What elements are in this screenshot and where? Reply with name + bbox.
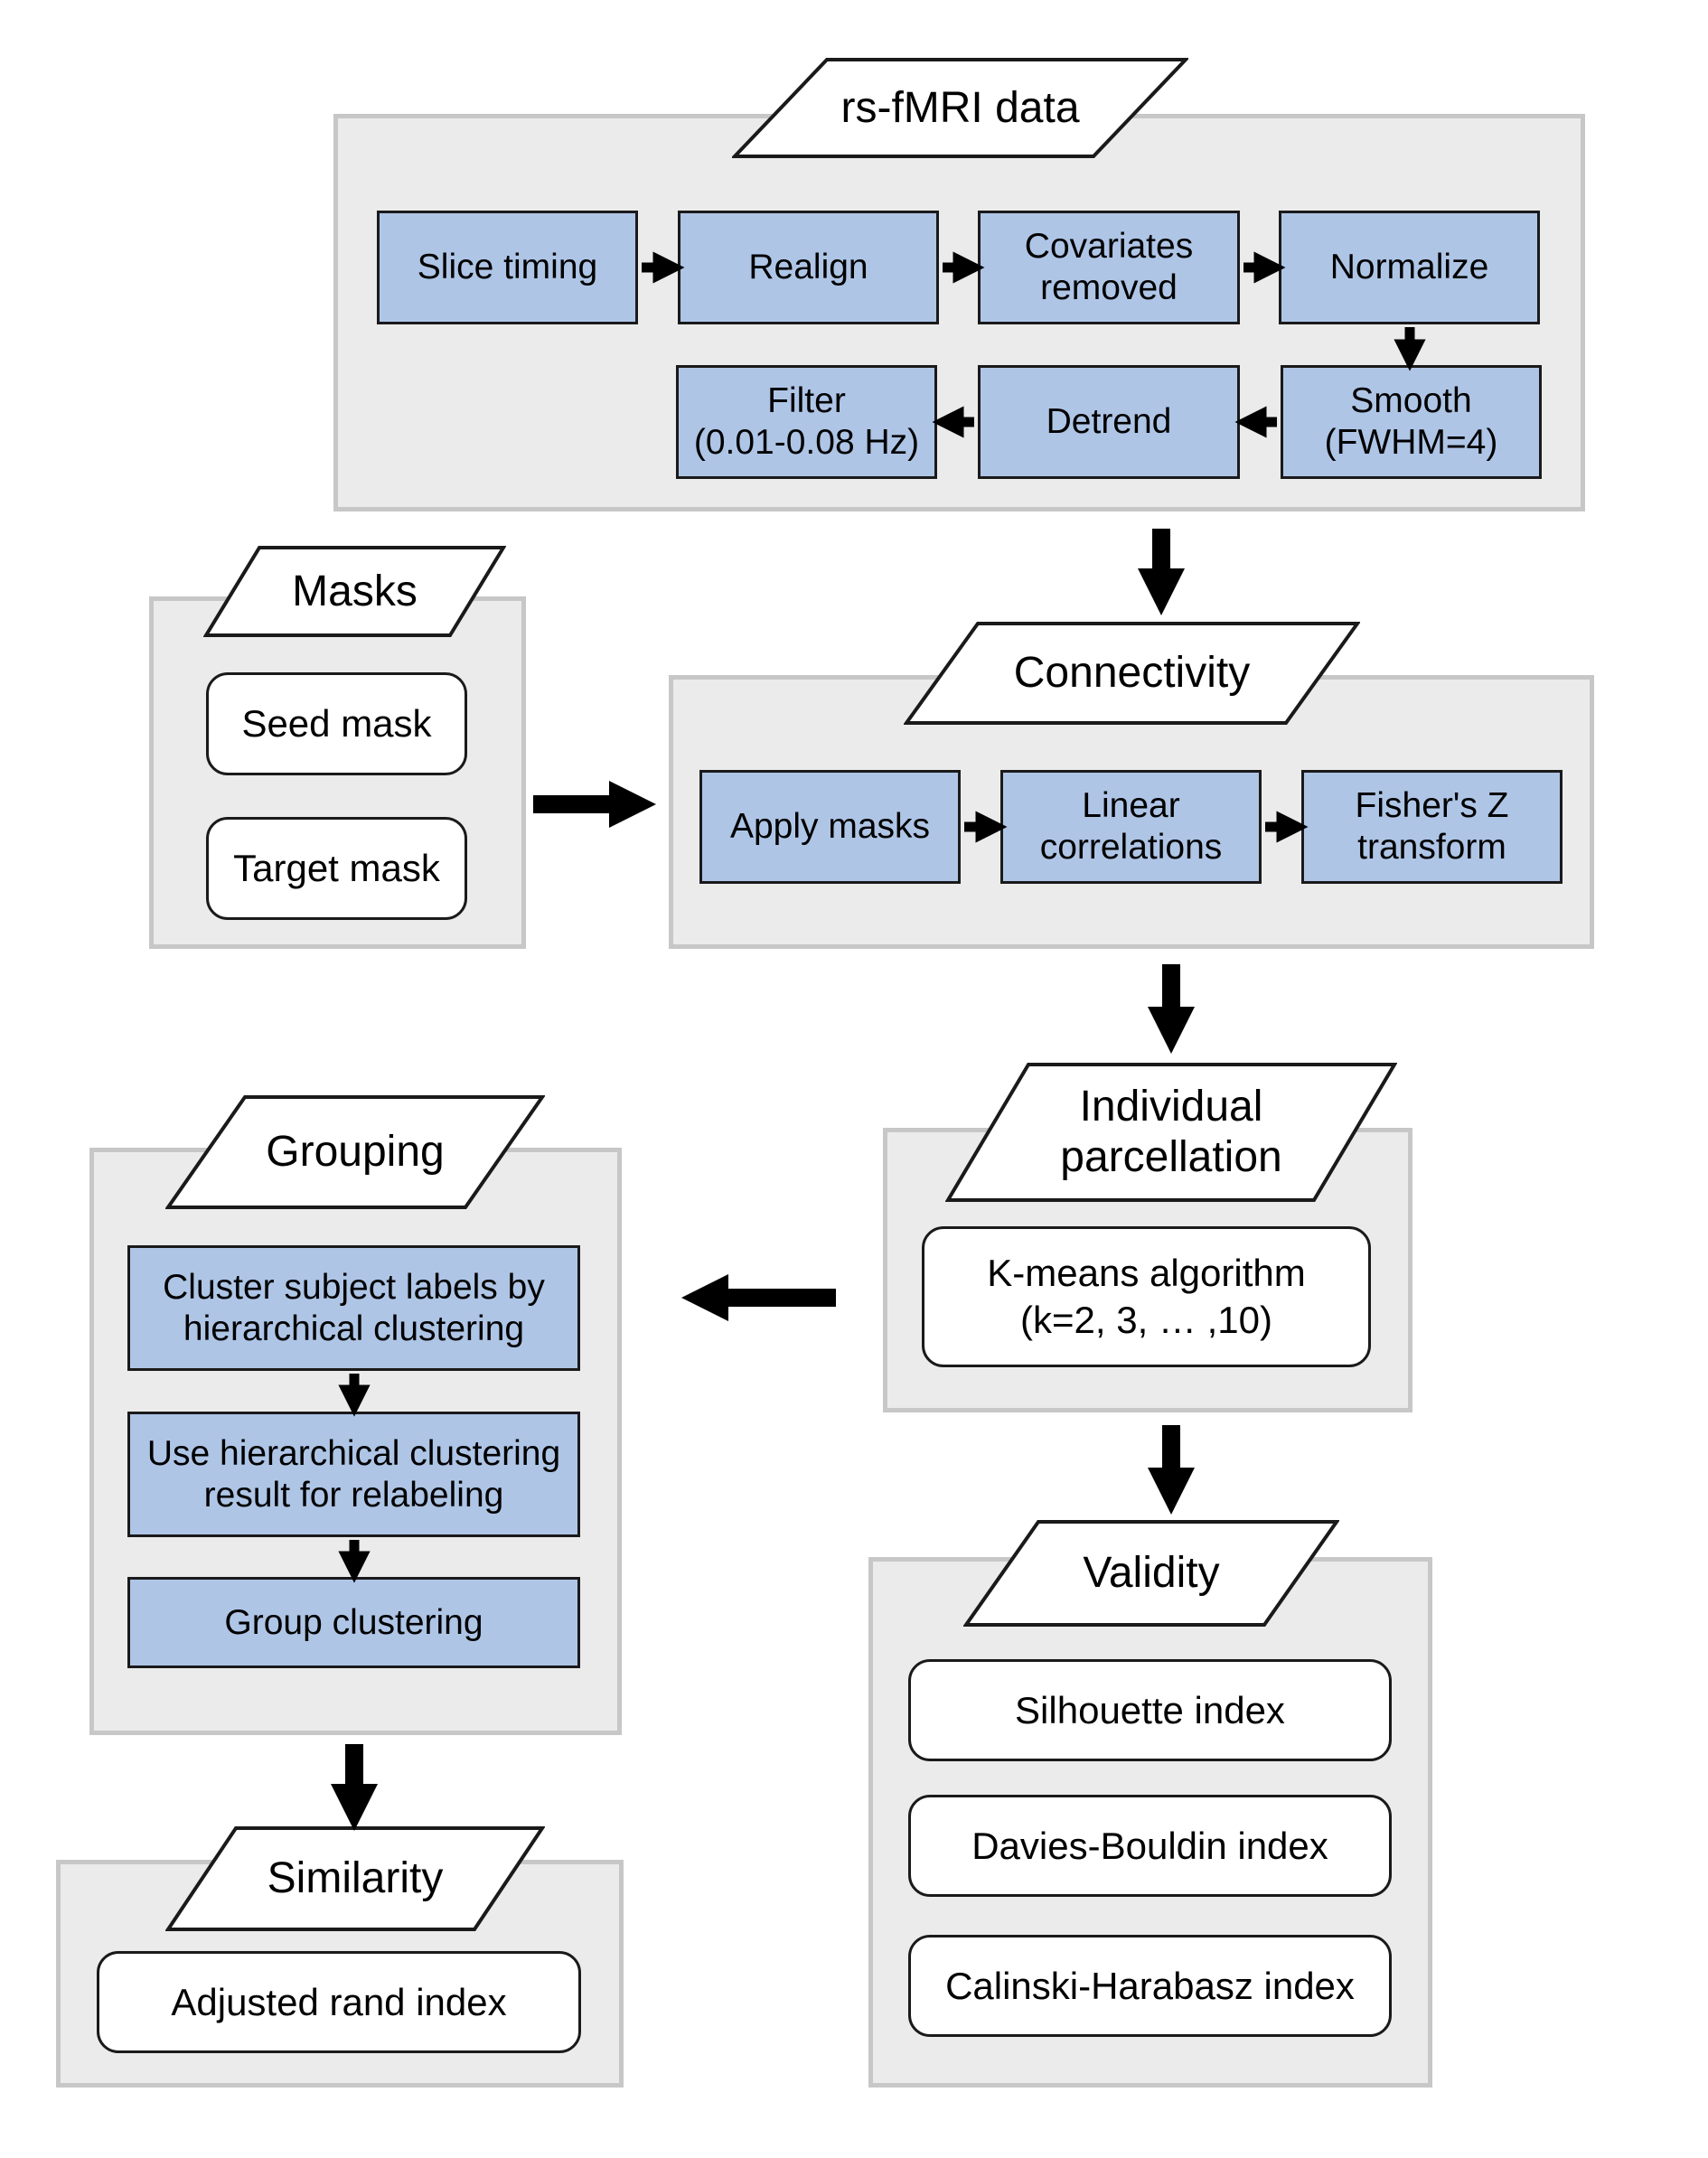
realign-step: Realign (678, 211, 939, 324)
connectivity-title: Connectivity (904, 621, 1360, 726)
cluster-subject-labels-step: Cluster subject labels by hierarchical c… (127, 1245, 580, 1371)
slice-timing-step: Slice timing (377, 211, 638, 324)
connectivity-label: Connectivity (1013, 649, 1251, 697)
relabeling-step: Use hierarchical clustering result for r… (127, 1412, 580, 1537)
calinski-harabasz-index-box: Calinski-Harabasz index (908, 1935, 1392, 2037)
similarity-label: Similarity (267, 1854, 444, 1902)
grouping-title: Grouping (165, 1094, 545, 1210)
validity-label: Validity (1083, 1549, 1220, 1597)
masks-title: Masks (203, 545, 506, 638)
covariates-removed-step: Covariates removed (978, 211, 1240, 324)
normalize-step: Normalize (1279, 211, 1540, 324)
masks-label: Masks (292, 567, 418, 615)
filter-step: Filter (0.01-0.08 Hz) (676, 365, 937, 479)
individual-parcellation-label: Individual parcellation (1060, 1083, 1282, 1181)
apply-masks-step: Apply masks (699, 770, 961, 884)
fishers-z-step: Fisher's Z transform (1301, 770, 1563, 884)
kmeans-box: K-means algorithm (k=2, 3, … ,10) (922, 1226, 1371, 1367)
target-mask-box: Target mask (206, 817, 467, 920)
rs-fmri-data-title: rs-fMRI data (732, 57, 1188, 159)
seed-mask-box: Seed mask (206, 672, 467, 775)
davies-bouldin-index-box: Davies-Bouldin index (908, 1795, 1392, 1897)
grouping-label: Grouping (266, 1128, 445, 1176)
individual-parcellation-title: Individual parcellation (945, 1062, 1397, 1203)
rs-fmri-data-label: rs-fMRI data (840, 83, 1080, 132)
adjusted-rand-index-box: Adjusted rand index (97, 1951, 581, 2053)
similarity-title: Similarity (165, 1825, 545, 1932)
silhouette-index-box: Silhouette index (908, 1659, 1392, 1761)
group-clustering-step: Group clustering (127, 1577, 580, 1668)
validity-title: Validity (963, 1519, 1339, 1628)
linear-correlations-step: Linear correlations (1000, 770, 1262, 884)
